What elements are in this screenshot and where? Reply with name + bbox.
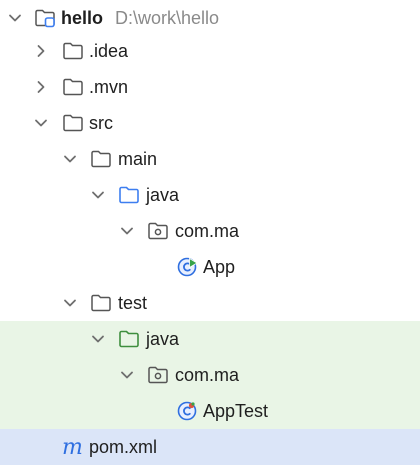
folder-icon xyxy=(63,114,83,132)
module-path-text: D:\work\hello xyxy=(115,8,220,28)
tree-label-test: test xyxy=(118,293,148,313)
tree-label-hello: hello xyxy=(61,8,104,28)
chevron-down-icon[interactable] xyxy=(61,150,79,168)
folder-icon xyxy=(91,294,111,312)
chevron-down-icon[interactable] xyxy=(6,9,24,27)
folder-icon xyxy=(63,78,83,96)
chevron-down-icon[interactable] xyxy=(89,186,107,204)
tree-row-mvn[interactable]: .mvn xyxy=(0,69,420,105)
svg-text:m: m xyxy=(62,436,83,458)
java-class-run-icon xyxy=(177,257,198,277)
tree-row-idea[interactable]: .idea xyxy=(0,33,420,69)
tree-label-main: main xyxy=(118,149,158,169)
tree-row-pom[interactable]: m pom.xml xyxy=(0,429,420,465)
chevron-down-icon[interactable] xyxy=(89,330,107,348)
tree-label-pom: pom.xml xyxy=(89,437,158,457)
tree-row-test-java[interactable]: java xyxy=(0,321,420,357)
java-test-class-icon xyxy=(177,401,197,421)
chevron-down-icon[interactable] xyxy=(118,222,136,240)
package-icon xyxy=(148,222,168,240)
module-folder-icon xyxy=(35,9,55,28)
tree-row-main[interactable]: main xyxy=(0,141,420,177)
tree-label-apptest: AppTest xyxy=(203,401,269,421)
tree-row-main-java[interactable]: java xyxy=(0,177,420,213)
tree-label-src: src xyxy=(89,113,113,133)
tree-row-src[interactable]: src xyxy=(0,105,420,141)
package-icon xyxy=(148,366,168,384)
tree-label-main-java: java xyxy=(146,185,180,205)
chevron-down-icon[interactable] xyxy=(32,114,50,132)
tree-row-test[interactable]: test xyxy=(0,285,420,321)
chevron-down-icon[interactable] xyxy=(61,294,79,312)
tree-row-main-package[interactable]: com.ma xyxy=(0,213,420,249)
tree-label-idea: .idea xyxy=(89,41,129,61)
chevron-down-icon[interactable] xyxy=(118,366,136,384)
tree-label-test-package: com.ma xyxy=(175,365,240,385)
maven-file-icon: m xyxy=(62,436,83,458)
tree-label-app: App xyxy=(203,257,236,277)
folder-icon xyxy=(63,42,83,60)
tree-row-test-package[interactable]: com.ma xyxy=(0,357,420,393)
chevron-right-icon[interactable] xyxy=(32,78,50,96)
tree-label-mvn: .mvn xyxy=(89,77,129,97)
chevron-right-icon[interactable] xyxy=(32,42,50,60)
tree-row-hello[interactable]: hello D:\work\hello xyxy=(0,0,420,36)
test-root-folder-icon xyxy=(119,330,139,348)
tree-row-apptest[interactable]: AppTest xyxy=(0,393,420,429)
tree-label-main-package: com.ma xyxy=(175,221,240,241)
source-root-folder-icon xyxy=(119,186,139,204)
tree-label-test-java: java xyxy=(146,329,180,349)
folder-icon xyxy=(91,150,111,168)
tree-row-app[interactable]: App xyxy=(0,249,420,285)
